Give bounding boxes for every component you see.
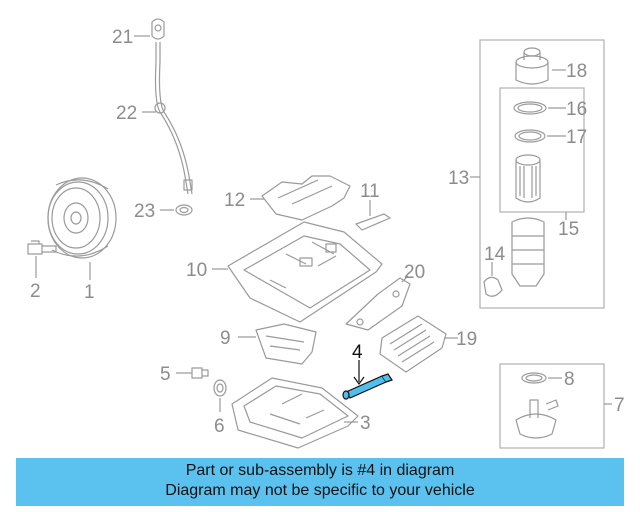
callout-5[interactable]: 5 bbox=[160, 364, 171, 385]
group-box-13 bbox=[479, 39, 605, 309]
part-14-filter-housing[interactable] bbox=[483, 217, 545, 297]
callout-19[interactable]: 19 bbox=[456, 329, 477, 350]
callout-14[interactable]: 14 bbox=[484, 244, 506, 265]
part-7-sensor[interactable] bbox=[515, 399, 559, 439]
callout-4[interactable]: 4 bbox=[352, 342, 363, 363]
banner-line-1: Part or sub-assembly is #4 in diagram bbox=[185, 462, 455, 479]
callout-23[interactable]: 23 bbox=[134, 201, 155, 222]
callout-7[interactable]: 7 bbox=[614, 395, 625, 416]
callout-9[interactable]: 9 bbox=[220, 328, 231, 349]
group-box-7 bbox=[499, 363, 605, 449]
callout-15[interactable]: 15 bbox=[558, 219, 579, 240]
callout-8[interactable]: 8 bbox=[564, 369, 575, 390]
part-16-seal[interactable] bbox=[513, 101, 547, 115]
part-6-washer[interactable] bbox=[213, 379, 227, 397]
part-22-dipstick-tube[interactable] bbox=[154, 42, 193, 195]
leader-4-arrow bbox=[353, 376, 365, 386]
part-4-highlighted[interactable] bbox=[342, 373, 393, 400]
part-10-baffle[interactable] bbox=[227, 221, 383, 323]
part-21-dipstick-handle[interactable] bbox=[151, 18, 165, 40]
callout-18[interactable]: 18 bbox=[566, 61, 587, 82]
part-2-bolt[interactable] bbox=[27, 240, 57, 255]
parts-diagram: 1 2 21 22 23 bbox=[27, 18, 625, 449]
part-5-drain-plug[interactable] bbox=[191, 367, 209, 379]
part-23-oring[interactable] bbox=[175, 204, 193, 216]
callout-3[interactable]: 3 bbox=[360, 413, 371, 434]
callout-2[interactable]: 2 bbox=[30, 281, 41, 302]
callout-1[interactable]: 1 bbox=[84, 282, 95, 303]
callout-16[interactable]: 16 bbox=[566, 99, 587, 120]
callout-10[interactable]: 10 bbox=[186, 260, 207, 281]
callout-12[interactable]: 12 bbox=[224, 190, 245, 211]
part-20-gasket[interactable] bbox=[345, 277, 411, 331]
part-12-cover[interactable] bbox=[261, 175, 351, 221]
callout-21[interactable]: 21 bbox=[112, 27, 133, 48]
group-box-15 bbox=[499, 87, 585, 213]
part-11-bracket[interactable] bbox=[355, 213, 391, 231]
part-17-seal[interactable] bbox=[514, 129, 546, 143]
part-19-oil-cooler[interactable] bbox=[379, 315, 447, 373]
callout-22[interactable]: 22 bbox=[116, 103, 137, 124]
callout-11[interactable]: 11 bbox=[360, 181, 380, 202]
callout-20[interactable]: 20 bbox=[404, 262, 425, 283]
callout-17[interactable]: 17 bbox=[566, 127, 587, 148]
callout-13[interactable]: 13 bbox=[448, 168, 469, 189]
part-3-oil-pan[interactable] bbox=[231, 377, 359, 449]
part-1-pulley[interactable] bbox=[47, 177, 117, 259]
part-8-oring[interactable] bbox=[521, 372, 547, 384]
info-banner: Part or sub-assembly is #4 in diagram Di… bbox=[16, 458, 624, 506]
callout-6[interactable]: 6 bbox=[214, 416, 225, 437]
leader-20 bbox=[401, 275, 409, 283]
part-9-strainer[interactable] bbox=[255, 323, 317, 365]
part-15-filter-element[interactable] bbox=[515, 154, 541, 203]
part-18-filter-cap[interactable] bbox=[515, 47, 549, 85]
banner-line-2: Diagram may not be specific to your vehi… bbox=[165, 482, 475, 499]
